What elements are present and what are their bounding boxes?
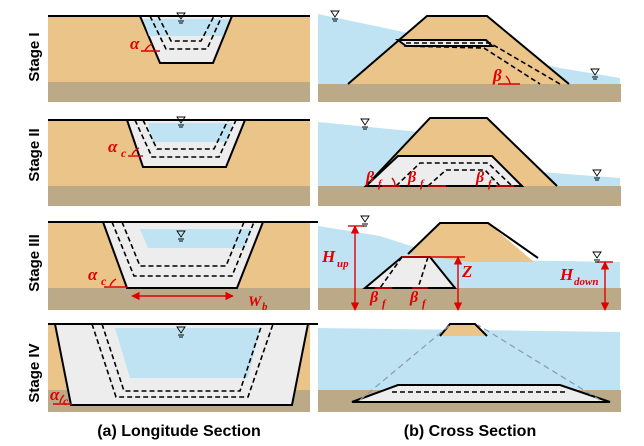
- stage-label-2: Stage II: [26, 128, 43, 181]
- water-level-icon: [176, 12, 186, 24]
- cross-section-stage-1: β: [318, 10, 621, 102]
- water-level-icon: [592, 251, 602, 263]
- h-down-label: H: [559, 265, 574, 284]
- beta-sub-stage-3b: f: [422, 298, 427, 310]
- alpha-label-stage-2: α: [108, 137, 118, 156]
- caption-cross-section: (b) Cross Section: [404, 423, 536, 440]
- stage-label-1: Stage I: [26, 32, 43, 81]
- caption-longitude-section: (a) Longitude Section: [97, 423, 261, 440]
- cross-section-stage-2: β f β f β f: [318, 114, 621, 206]
- cross-section-stage-3: H up Z H down β f β f: [318, 216, 621, 311]
- stage-label-4: Stage IV: [26, 343, 43, 402]
- width-label: W: [248, 294, 263, 310]
- long-section-stage-4: α c: [48, 323, 355, 412]
- h-up-sub: up: [337, 258, 349, 270]
- h-down-sub: down: [574, 276, 598, 288]
- water-level-icon: [176, 230, 186, 242]
- long-section-stage-1: α: [48, 15, 310, 102]
- alpha-label-stage-3: α: [88, 265, 98, 284]
- water-level-icon: [360, 215, 370, 227]
- beta-label-stage-1: β: [492, 66, 502, 85]
- water-level-icon: [176, 116, 186, 128]
- water-level-icon: [592, 169, 602, 181]
- beta-sub-stage-2a: f: [378, 178, 383, 190]
- long-section-stage-2: α c: [48, 119, 310, 206]
- beta-sub-stage-3a: f: [382, 298, 387, 310]
- z-label: Z: [461, 262, 472, 281]
- beta-label-stage-2c: β: [475, 169, 485, 186]
- beta-sub-stage-2b: f: [420, 178, 425, 190]
- water-level-icons: [176, 10, 602, 338]
- beta-label-stage-2a: β: [365, 169, 375, 186]
- h-up-label: H: [321, 247, 336, 266]
- beta-sub-stage-2c: f: [488, 178, 493, 190]
- beta-label-stage-2b: β: [407, 169, 417, 186]
- beta-label-stage-3b: β: [409, 289, 419, 306]
- alpha-sub-stage-3: c: [101, 274, 107, 288]
- water-level-icon: [176, 326, 186, 338]
- long-section-stage-3: α c W b: [48, 221, 355, 313]
- alpha-sub-stage-2: c: [121, 146, 127, 160]
- width-sub: b: [262, 301, 268, 313]
- water-level-icon: [330, 10, 340, 22]
- water-level-icon: [590, 68, 600, 80]
- alpha-label-stage-4: α: [50, 385, 60, 404]
- water-level-icon: [360, 118, 370, 130]
- beta-label-stage-3a: β: [369, 289, 379, 306]
- stage-label-3: Stage III: [26, 234, 43, 292]
- alpha-sub-stage-4: c: [63, 394, 69, 408]
- alpha-label-stage-1: α: [130, 34, 140, 53]
- cross-section-stage-4: [318, 320, 621, 412]
